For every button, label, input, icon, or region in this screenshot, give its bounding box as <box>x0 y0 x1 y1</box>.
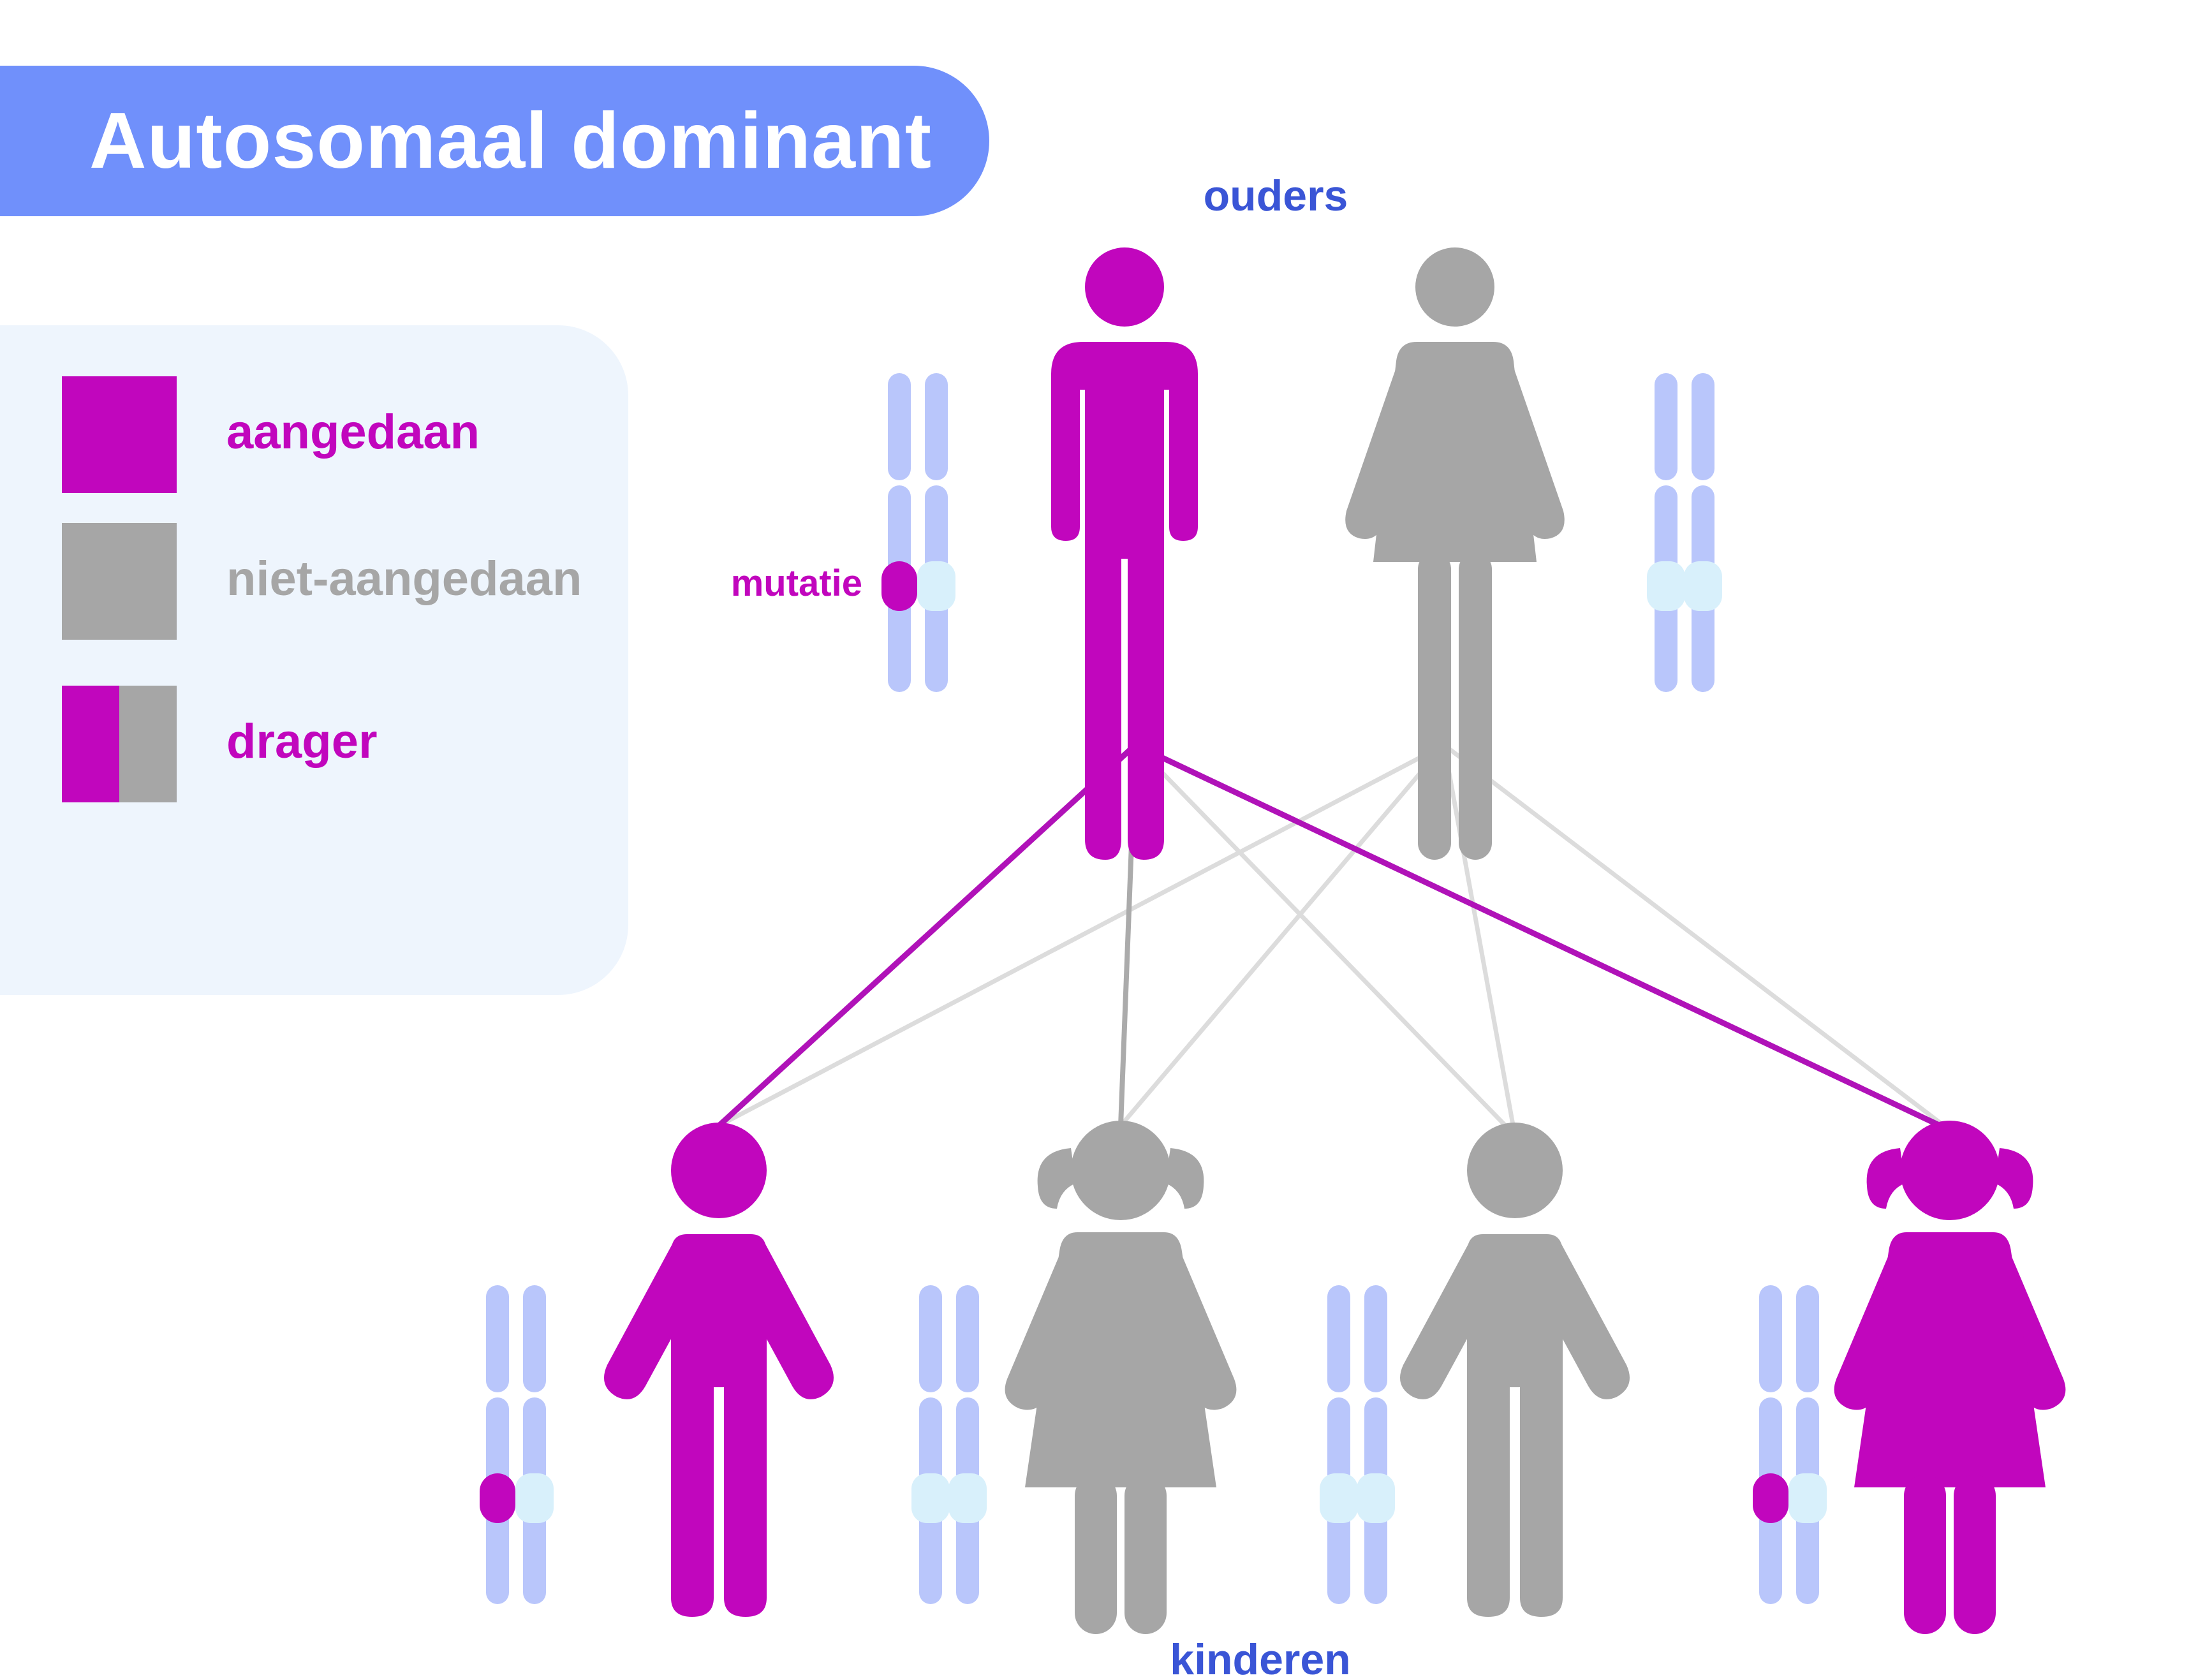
head <box>1415 247 1494 327</box>
left-leg <box>1904 1475 1946 1634</box>
inheritance-line-father-daughter-2 <box>1134 742 1951 1133</box>
chromosome-arm-upper <box>956 1285 979 1392</box>
legend-label-carrier: drager <box>226 714 378 769</box>
left-pigtail <box>1037 1148 1076 1209</box>
inheritance-line-mother-son-1 <box>718 742 1445 1128</box>
head <box>671 1123 767 1218</box>
dress <box>1854 1232 2046 1487</box>
figure-mother <box>1345 247 1565 860</box>
chromosome-arm-upper <box>919 1285 942 1392</box>
legend-swatch-carrier <box>62 686 177 802</box>
chromosome-arm-upper <box>1327 1285 1350 1392</box>
figure-son-2 <box>1400 1123 1630 1617</box>
body <box>671 1234 767 1617</box>
inheritance-lines <box>716 742 1952 1137</box>
chromosome-pair-daughter-1 <box>911 1285 987 1604</box>
chromosome-pair-daughter-2 <box>1753 1285 1827 1604</box>
right-leg <box>1124 1475 1167 1634</box>
left-leg <box>1418 552 1451 860</box>
allele-normal <box>1320 1473 1358 1523</box>
legend-swatch-unaffected <box>62 523 177 640</box>
legend-label-unaffected: niet-aangedaan <box>226 552 582 606</box>
left-leg <box>1075 1475 1117 1634</box>
allele-normal <box>1684 561 1722 611</box>
left-pigtail <box>1866 1148 1905 1209</box>
chromosome-arm-upper <box>1796 1285 1819 1392</box>
inheritance-line-mother-daughter-2 <box>1442 743 1952 1132</box>
inheritance-line-father-son-2 <box>1133 743 1517 1137</box>
allele-normal <box>911 1473 950 1523</box>
chromosome-arm-upper <box>486 1285 509 1392</box>
chromosome-pairs <box>480 373 1827 1604</box>
allele-mutant <box>881 561 917 611</box>
right-pigtail <box>1994 1148 2033 1209</box>
chromosome-pair-father <box>881 373 955 692</box>
dress <box>1373 342 1537 562</box>
body <box>1467 1234 1563 1617</box>
figure-daughter-2 <box>1834 1121 2066 1634</box>
chromosome-arm-upper <box>523 1285 546 1392</box>
head <box>1085 247 1164 327</box>
legend-panel: aangedaan niet-aangedaan drager <box>0 325 628 995</box>
allele-normal <box>917 561 955 611</box>
allele-normal <box>515 1473 554 1523</box>
figure-father <box>1051 247 1198 860</box>
legend-swatch-affected <box>62 376 177 493</box>
right-pigtail <box>1165 1148 1204 1209</box>
allele-mutant <box>480 1473 515 1523</box>
allele-normal <box>1647 561 1685 611</box>
legend-swatch-carrier-unaffected-half <box>119 686 177 802</box>
chromosome-arm-upper <box>1655 373 1677 480</box>
dress <box>1025 1232 1216 1487</box>
inheritance-line-father-son-1 <box>716 742 1138 1128</box>
legend-label-affected: aangedaan <box>226 405 480 459</box>
figure-daughter-1 <box>1005 1121 1237 1634</box>
chromosome-arm-upper <box>1364 1285 1387 1392</box>
family-figures <box>604 247 2066 1634</box>
title-banner: Autosomaal dominant <box>0 66 989 216</box>
figure-son-1 <box>604 1123 834 1617</box>
chromosome-pair-mother <box>1647 373 1722 692</box>
right-leg <box>1954 1475 1996 1634</box>
allele-normal <box>1788 1473 1827 1523</box>
mutation-label: mutatie <box>731 563 862 604</box>
chromosome-arm-upper <box>1759 1285 1782 1392</box>
chromosome-pair-son-1 <box>480 1285 554 1604</box>
diagram-title: Autosomaal dominant <box>89 97 933 185</box>
chromosome-arm-upper <box>1692 373 1714 480</box>
head <box>1071 1121 1170 1220</box>
chromosome-pair-son-2 <box>1320 1285 1395 1604</box>
head <box>1900 1121 2000 1220</box>
allele-normal <box>948 1473 987 1523</box>
allele-normal <box>1357 1473 1395 1523</box>
parents-label: ouders <box>1204 172 1348 220</box>
children-label: kinderen <box>1170 1635 1350 1680</box>
inheritance-line-mother-son-2 <box>1441 744 1517 1136</box>
head <box>1467 1123 1563 1218</box>
right-leg <box>1459 552 1492 860</box>
inheritance-line-mother-daughter-1 <box>1119 743 1446 1128</box>
legend-swatch-carrier-affected-half <box>62 686 119 802</box>
allele-mutant <box>1753 1473 1788 1523</box>
chromosome-arm-upper <box>888 373 911 480</box>
chromosome-arm-upper <box>925 373 948 480</box>
body <box>1051 342 1198 860</box>
